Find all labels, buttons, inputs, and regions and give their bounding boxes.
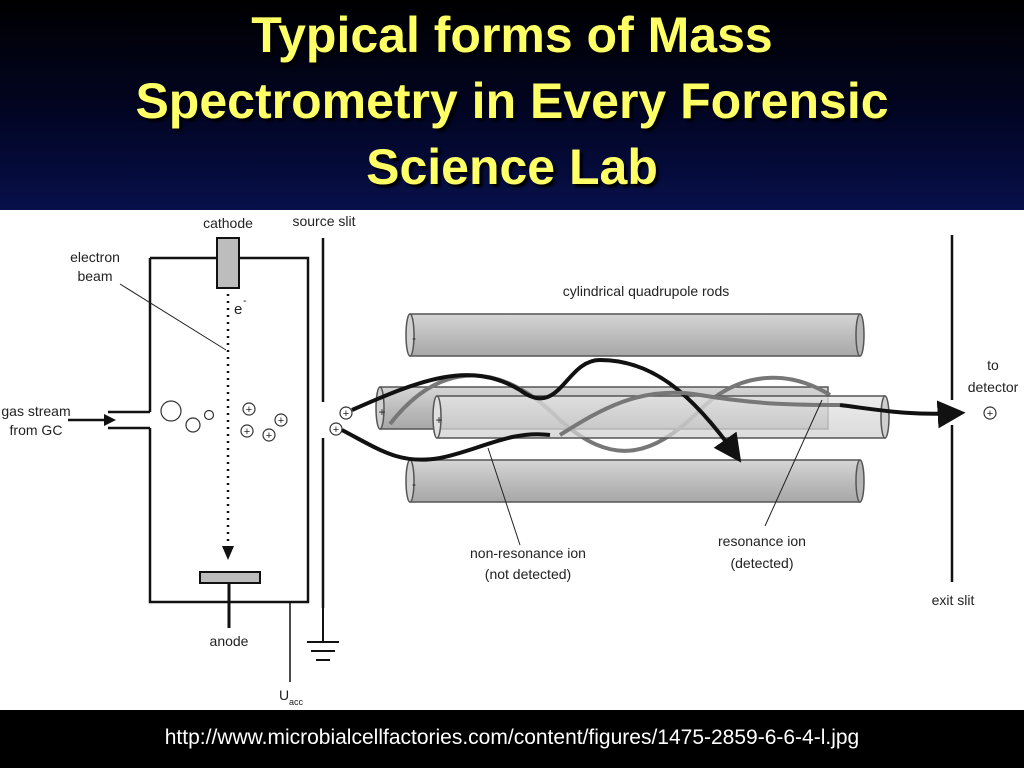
gas-stream-label-line-2: from GC [10, 422, 63, 438]
voltage-subscript: acc [289, 697, 304, 707]
source-slit-label: source slit [292, 213, 355, 229]
anode-label: anode [210, 633, 249, 649]
resonance-ion-to-detector [839, 400, 966, 429]
rod-bottom-minus: - [412, 477, 416, 491]
rod-back-plus: + [378, 405, 385, 419]
electron-symbol: e [234, 301, 242, 318]
ion-plus-3: + [266, 430, 272, 442]
to-detector-label-line-2: detector [968, 379, 1019, 395]
cathode [216, 237, 240, 289]
non-resonance-leader [487, 447, 521, 546]
ion-plus-4: + [278, 415, 284, 427]
voltage-symbol: U [279, 687, 289, 703]
electron-beam [222, 294, 234, 560]
title-line-1: Typical forms of Mass [251, 7, 773, 63]
mass-spectrometer-diagram: cathode e - electron beam + + + + [0, 210, 1024, 710]
rod-top-minus: - [412, 331, 416, 345]
anode [199, 571, 261, 628]
source-ions [240, 402, 288, 442]
detected-ion [983, 406, 997, 420]
resonance-label-line-1: resonance ion [718, 533, 806, 549]
ion-source-chamber [108, 256, 310, 604]
quadrupole-rods-label: cylindrical quadrupole rods [563, 283, 730, 299]
footer-band: http://www.microbialcellfactories.com/co… [0, 710, 1024, 768]
slide-title: Typical forms of Mass Spectrometry in Ev… [0, 2, 1024, 200]
non-resonance-label-line-2: (not detected) [485, 566, 571, 582]
exit-slit-label: exit slit [932, 592, 975, 608]
title-line-3: Science Lab [366, 139, 658, 195]
entering-ion-plus-2: + [333, 424, 339, 436]
diagram-svg: cathode e - electron beam + + + + [1, 213, 1019, 707]
non-resonance-ion-path-back [351, 373, 522, 412]
ion-plus-2: + [244, 426, 250, 438]
to-detector-label-line-1: to [987, 357, 999, 373]
resonance-label-line-2: (detected) [730, 555, 793, 571]
source-url: http://www.microbialcellfactories.com/co… [164, 726, 860, 749]
electron-beam-label-line-1: electron [70, 249, 120, 265]
gas-inlet-arrow [68, 414, 116, 426]
rod-front-plus: + [435, 413, 442, 427]
non-resonance-label-line-1: non-resonance ion [470, 545, 586, 561]
electron-beam-leader [119, 283, 227, 351]
quadrupole-rod-bottom [405, 459, 865, 503]
resonance-leader [764, 399, 823, 527]
electron-beam-label-line-2: beam [77, 268, 112, 284]
title-band: Typical forms of Mass Spectrometry in Ev… [0, 0, 1024, 210]
non-resonance-ion-path-front [518, 357, 742, 463]
resonance-ion-path-exit [558, 390, 841, 437]
electron-charge: - [243, 295, 247, 307]
title-line-2: Spectrometry in Every Forensic [135, 73, 889, 129]
detected-ion-plus: + [987, 408, 993, 420]
ground-symbol [307, 608, 339, 661]
neutral-molecules [160, 400, 215, 433]
entering-ions [329, 406, 353, 436]
non-resonance-ion-path-lower [341, 428, 551, 462]
ion-plus-1: + [246, 404, 252, 416]
quadrupole-rod-top [405, 313, 865, 357]
entering-ion-plus-1: + [343, 408, 349, 420]
gas-stream-label-line-1: gas stream [1, 403, 70, 419]
cathode-label: cathode [203, 215, 253, 231]
